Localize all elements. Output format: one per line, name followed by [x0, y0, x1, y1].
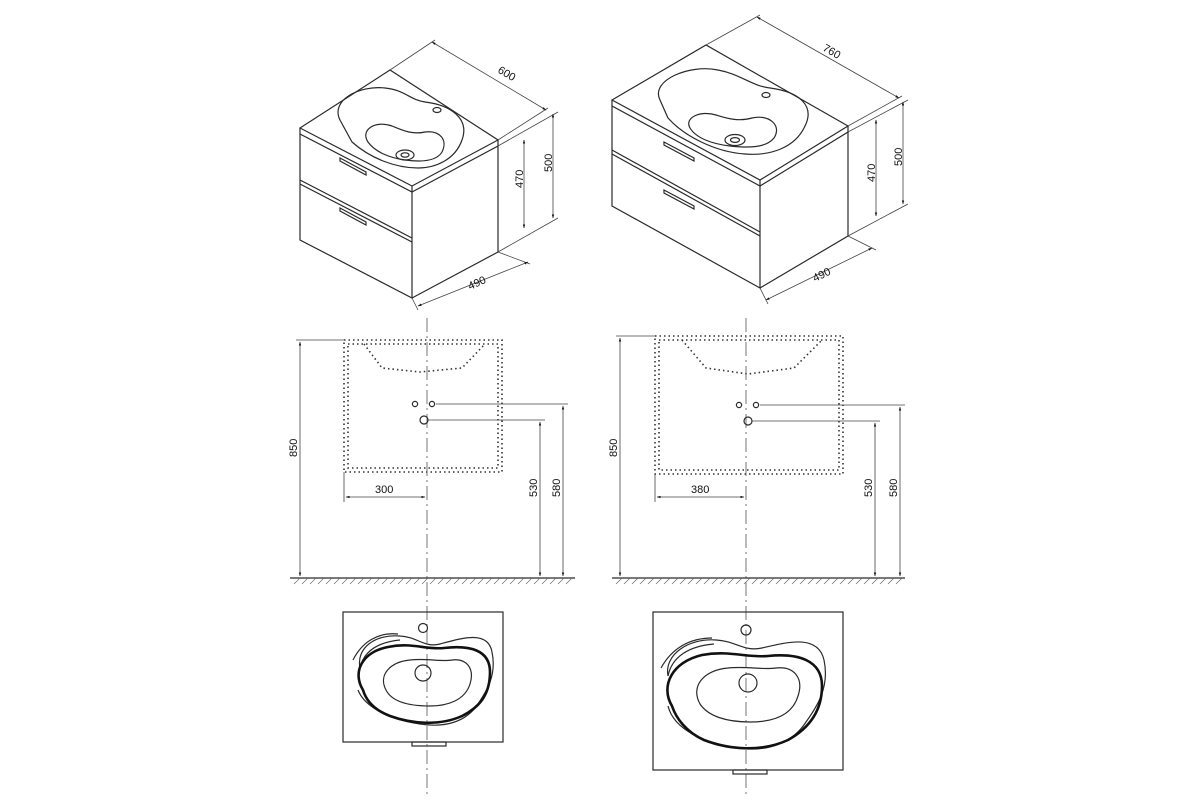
tap-hole-icon: [417, 622, 429, 634]
right-front-elevation: 850 530 580 380: [608, 318, 905, 795]
right-height-dim: 500: [893, 148, 905, 166]
drawer-handle-icon: [663, 141, 695, 210]
left-height-dim: 500: [543, 154, 555, 172]
floor-hatch: [615, 577, 903, 585]
left-top-view: [342, 611, 504, 747]
left-drain-height-dim: 530: [528, 479, 540, 497]
tap-hole-icon: [761, 91, 771, 99]
tap-hole-icon: [740, 624, 752, 636]
left-width-dim: 600: [495, 64, 517, 84]
left-isometric-view: 600 500 470 490: [298, 39, 559, 311]
right-isometric-view: 760 500 470 490: [610, 14, 909, 305]
tap-hole-icon: [432, 106, 442, 114]
left-valves-height-dim: 580: [551, 479, 563, 497]
right-valves-height-dim: 580: [888, 479, 900, 497]
left-cabinet-height-dim: 470: [514, 170, 526, 188]
drain-icon: [724, 133, 746, 147]
valve-icon: [752, 401, 760, 409]
left-front-elevation: 850 530 580 300: [288, 318, 575, 795]
right-width-dim: 760: [821, 42, 843, 62]
valve-icon: [411, 400, 419, 408]
left-drain-offset-dim: 300: [375, 484, 393, 496]
drain-icon: [395, 149, 415, 161]
drawer-handle-icon: [339, 156, 367, 227]
right-drain-height-dim: 530: [863, 479, 875, 497]
right-drain-offset-dim: 380: [691, 484, 709, 496]
right-top-view: [652, 611, 844, 775]
floor-hatch: [293, 577, 573, 585]
right-mount-height-dim: 850: [608, 439, 620, 457]
left-mount-height-dim: 850: [288, 439, 300, 457]
valve-icon: [428, 400, 436, 408]
valve-icon: [735, 401, 743, 409]
drain-icon: [414, 664, 432, 682]
drain-icon: [738, 673, 758, 693]
left-depth-dim: 490: [466, 274, 488, 292]
drain-icon: [743, 416, 753, 426]
right-cabinet-height-dim: 470: [866, 164, 878, 182]
